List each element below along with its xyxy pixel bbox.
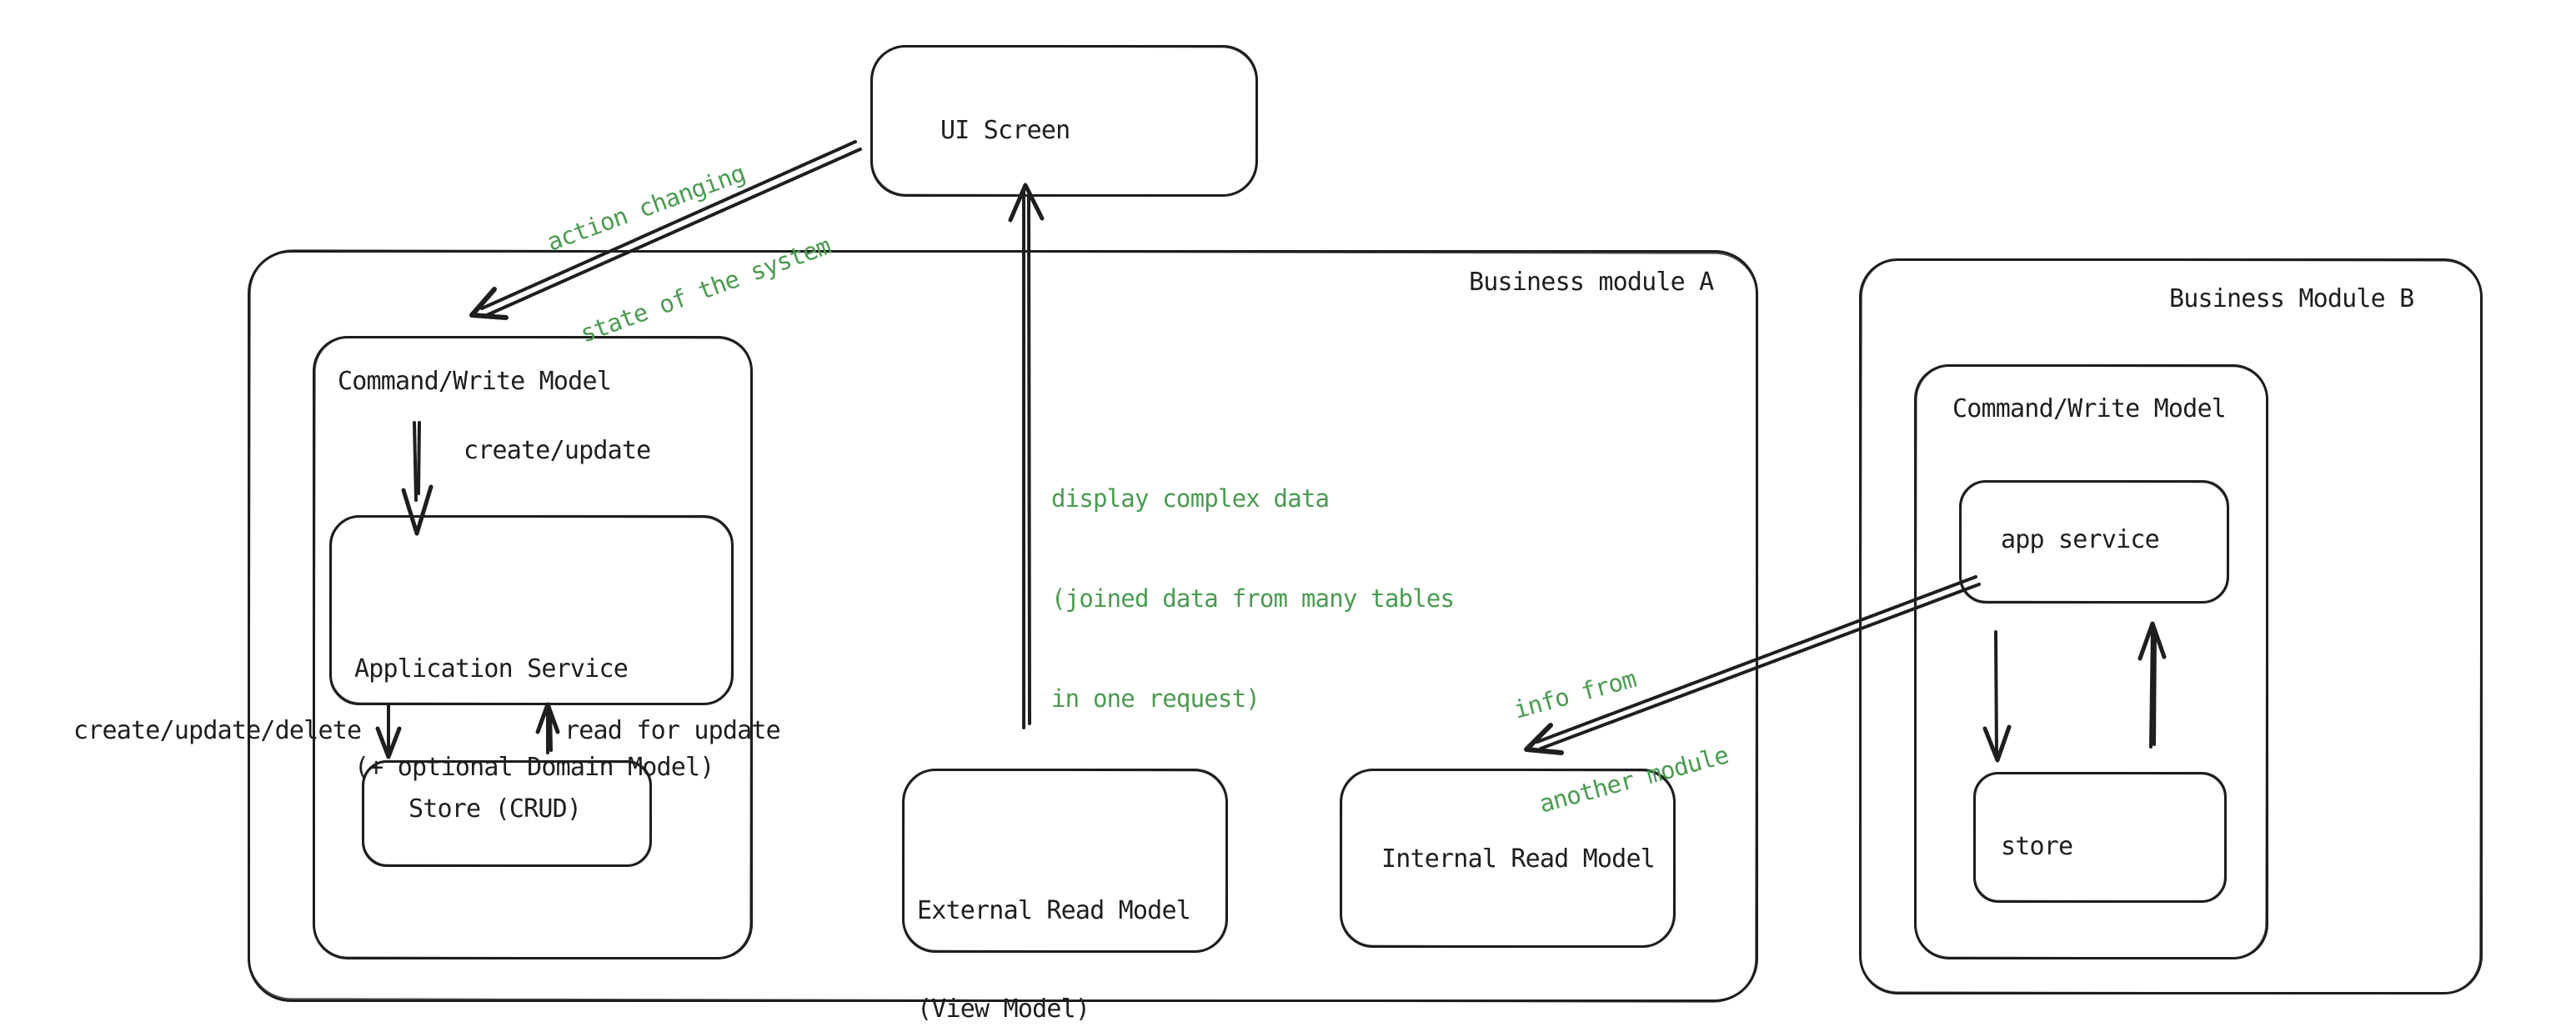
internal-read-model-label: Internal Read Model <box>1381 844 1656 874</box>
store-crud-node <box>362 760 652 867</box>
business-module-b-label: Business Module B <box>2169 284 2414 313</box>
command-write-model-b-label: Command/Write Model <box>1952 394 2227 423</box>
application-service-label: Application Service (+ optional Domain M… <box>354 654 714 782</box>
store-label: store <box>2001 832 2073 861</box>
ui-screen-label: UI Screen <box>940 116 1070 145</box>
ui-screen-node <box>870 45 1258 197</box>
display-complex-data-annotation: display complex data (joined data from m… <box>1051 484 1455 713</box>
store-crud-label: Store (CRUD) <box>408 794 582 824</box>
external-read-model-label: External Read Model (View Model) <box>917 896 1191 1024</box>
create-update-label: create/update <box>464 436 651 465</box>
application-service-node <box>329 515 734 705</box>
internal-read-model-node <box>1340 769 1676 948</box>
read-for-update-label: read for update <box>564 716 781 745</box>
create-update-delete-label: create/update/delete <box>73 716 362 745</box>
command-write-model-a <box>313 336 753 959</box>
external-read-model-node <box>902 769 1228 953</box>
store-node <box>1973 772 2227 903</box>
business-module-a-label: Business module A <box>1469 268 1714 297</box>
app-service-node <box>1959 480 2229 604</box>
command-write-model-a-label: Command/Write Model <box>338 367 612 396</box>
app-service-label: app service <box>2001 525 2160 554</box>
